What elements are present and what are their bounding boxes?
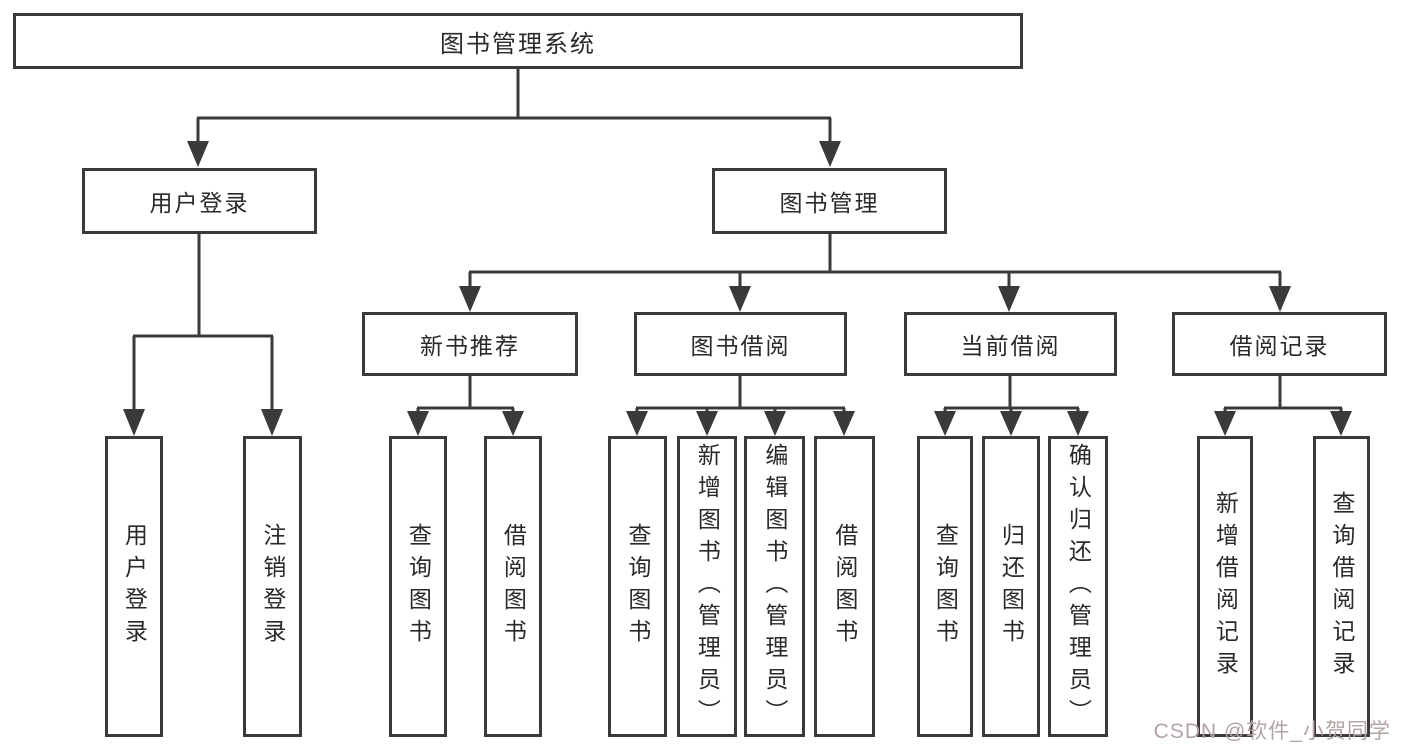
current-borrow-node: 当前借阅 [904, 312, 1117, 376]
leaf-query-borrow-record: 查询借阅记录 [1313, 436, 1370, 737]
book-manage-node: 图书管理 [712, 168, 947, 234]
leaf-user-login: 用户登录 [105, 436, 163, 737]
user-login-node: 用户登录 [82, 168, 317, 234]
borrow-record-node: 借阅记录 [1172, 312, 1387, 376]
root-node-library-system: 图书管理系统 [13, 13, 1023, 69]
new-book-recommend-node: 新书推荐 [362, 312, 578, 376]
leaf-borrow-books-label: 借阅图书 [831, 522, 858, 651]
leaf-borrow-books: 借阅图书 [814, 436, 875, 737]
root-node-label: 图书管理系统 [440, 30, 596, 58]
leaf-query-books-current-label: 查询图书 [932, 522, 959, 651]
leaf-logout: 注销登录 [243, 436, 302, 737]
book-manage-label: 图书管理 [779, 190, 880, 216]
leaf-edit-book-admin: 编辑图书（管理员） [744, 436, 805, 737]
leaf-query-books-recommend-label: 查询图书 [405, 522, 432, 651]
leaf-query-books-recommend: 查询图书 [389, 436, 447, 737]
leaf-add-book-admin: 新增图书（管理员） [677, 436, 737, 737]
leaf-return-books: 归还图书 [982, 436, 1040, 737]
user-login-label: 用户登录 [149, 190, 250, 216]
csdn-watermark: CSDN @软件_小贺同学 [1153, 720, 1391, 743]
arrowheads [123, 141, 1352, 436]
leaf-borrow-books-recommend: 借阅图书 [484, 436, 542, 737]
borrow-record-label: 借阅记录 [1229, 333, 1330, 359]
leaf-add-book-admin-label: 新增图书（管理员） [694, 442, 721, 731]
leaf-add-borrow-record-label: 新增借阅记录 [1212, 490, 1239, 683]
book-borrow-node: 图书借阅 [634, 312, 847, 376]
book-borrow-label: 图书借阅 [690, 333, 791, 359]
new-book-recommend-label: 新书推荐 [420, 333, 520, 359]
current-borrow-label: 当前借阅 [960, 333, 1061, 359]
leaf-confirm-return-admin-label: 确认归还（管理员） [1065, 442, 1092, 731]
leaf-query-borrow-record-label: 查询借阅记录 [1328, 490, 1355, 683]
leaf-query-books-borrow-label: 查询图书 [624, 522, 651, 651]
leaf-query-books-current: 查询图书 [917, 436, 973, 737]
leaf-borrow-books-recommend-label: 借阅图书 [500, 522, 527, 651]
leaf-edit-book-admin-label: 编辑图书（管理员） [761, 442, 788, 731]
leaf-user-login-label: 用户登录 [121, 522, 148, 651]
leaf-confirm-return-admin: 确认归还（管理员） [1048, 436, 1108, 737]
leaf-return-books-label: 归还图书 [998, 522, 1025, 651]
leaf-logout-label: 注销登录 [259, 522, 286, 651]
leaf-query-books-borrow: 查询图书 [608, 436, 667, 737]
leaf-add-borrow-record: 新增借阅记录 [1197, 436, 1253, 737]
